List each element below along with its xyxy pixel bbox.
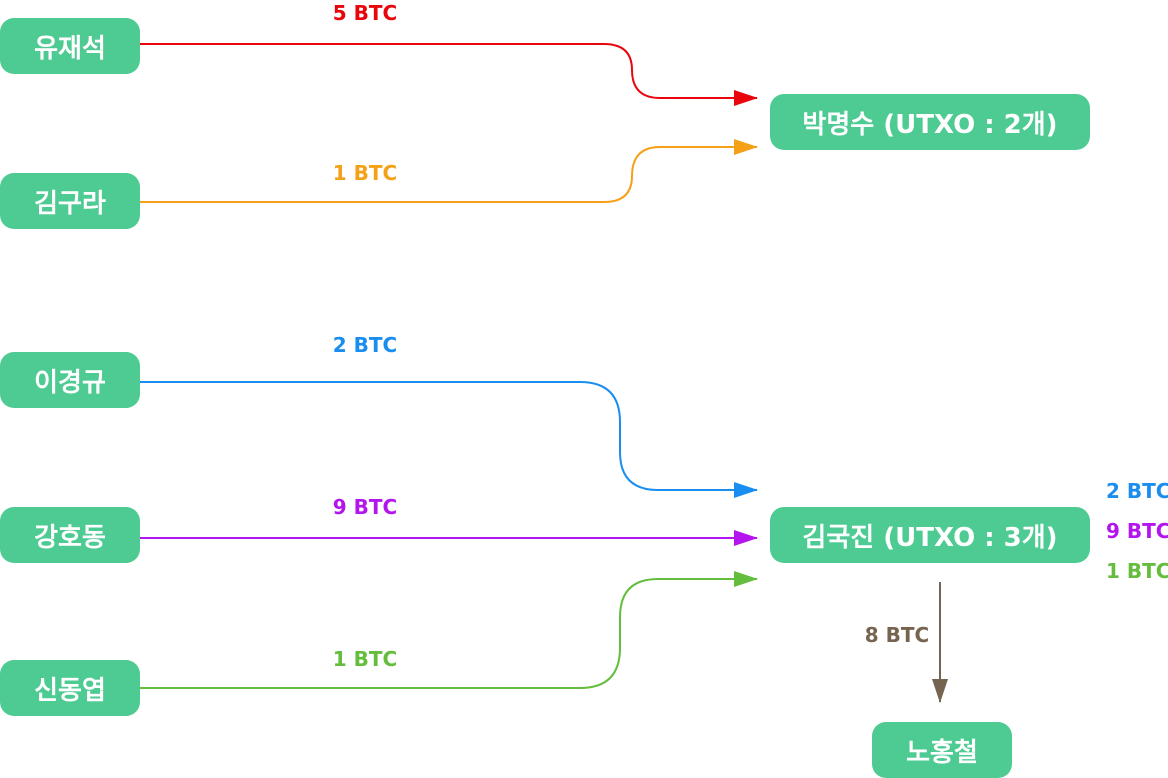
edge-label-1btc-green: 1 BTC [332,647,398,671]
node-lee: 이경규 [0,352,140,408]
edge-label-8btc: 8 BTC [864,623,930,647]
edge-kimgura-to-park [139,139,758,203]
node-noh: 노홍철 [872,722,1012,778]
edge-label-2btc: 2 BTC [332,333,398,357]
edge-label-9btc: 9 BTC [332,495,398,519]
utxo-item-1btc: 1 BTC [1106,559,1168,583]
node-kimgura: 김구라 [0,173,140,229]
node-park: 박명수 (UTXO : 2개) [770,94,1090,150]
node-yoo: 유재석 [0,18,140,74]
utxo-item-9btc: 9 BTC [1106,519,1168,543]
edge-yoo-to-park [139,43,758,106]
utxo-item-2btc: 2 BTC [1106,479,1168,503]
node-shin: 신동엽 [0,660,140,716]
edge-lee-to-kimgukjin [139,381,758,498]
edge-label-1btc-orange: 1 BTC [332,161,398,185]
edge-shin-to-kimgukjin [139,571,758,689]
node-kang: 강호동 [0,507,140,563]
node-kimgukjin: 김국진 (UTXO : 3개) [770,507,1090,563]
edge-label-5btc: 5 BTC [332,1,398,25]
